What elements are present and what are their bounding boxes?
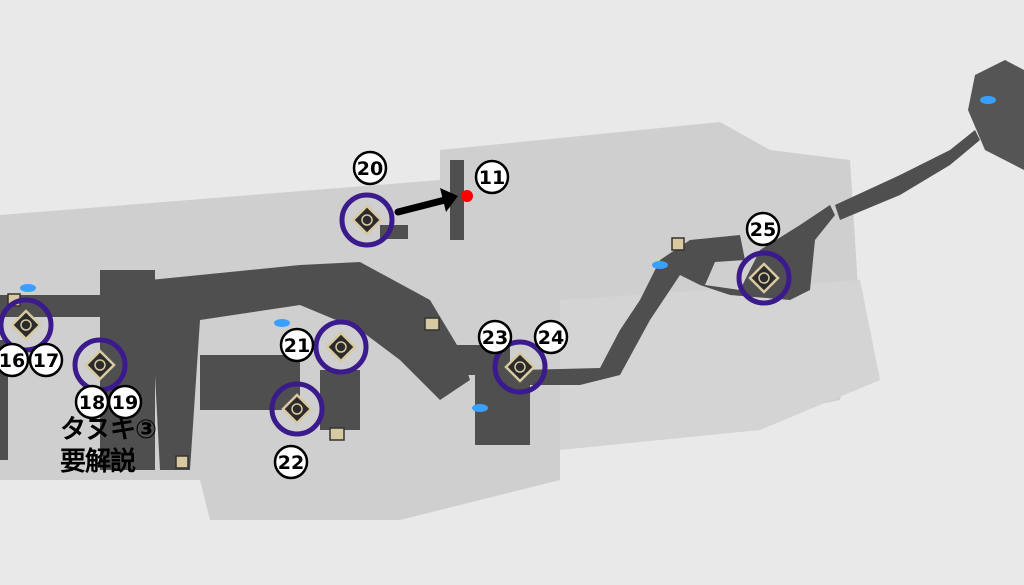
marker-icon	[84, 349, 116, 381]
arrow-icon	[394, 188, 458, 216]
note-text: タヌキ③ 要解説	[60, 414, 157, 478]
svg-text:19: 19	[112, 392, 138, 414]
number-label-17: 17	[28, 342, 64, 378]
check-icon	[335, 341, 347, 353]
number-label-22: 22	[273, 444, 309, 480]
number-label-16: 16	[0, 342, 30, 378]
door-icon[interactable]	[671, 237, 685, 251]
teleport-icon[interactable]	[472, 404, 488, 412]
objective-marker[interactable]	[0, 297, 54, 353]
svg-text:17: 17	[33, 350, 59, 372]
number-label-20: 20	[352, 150, 388, 186]
svg-text:24: 24	[538, 327, 564, 349]
svg-text:25: 25	[750, 219, 776, 241]
check-icon	[514, 361, 526, 373]
number-label-21: 21	[279, 327, 315, 363]
svg-text:23: 23	[482, 327, 508, 349]
objective-marker[interactable]	[492, 339, 548, 395]
svg-text:20: 20	[357, 158, 383, 180]
teleport-icon[interactable]	[20, 284, 36, 292]
door-icon[interactable]	[175, 455, 189, 469]
check-icon	[758, 272, 770, 284]
check-icon	[20, 319, 32, 331]
check-icon	[361, 214, 373, 226]
svg-text:16: 16	[0, 350, 25, 372]
chest-icon[interactable]	[424, 317, 440, 331]
chest-icon[interactable]	[329, 427, 345, 441]
teleport-icon[interactable]	[980, 96, 996, 104]
svg-text:18: 18	[79, 392, 105, 414]
teleport-icons	[20, 96, 996, 412]
svg-text:11: 11	[479, 167, 505, 189]
marker-icon	[504, 351, 536, 383]
highlight-ring	[313, 319, 369, 375]
marker-icon	[748, 262, 780, 294]
objective-marker[interactable]	[339, 192, 395, 248]
number-label-23: 23	[477, 319, 513, 355]
marker-icon	[281, 393, 313, 425]
note-line-2: 要解説	[60, 447, 136, 477]
highlight-ring	[736, 250, 792, 306]
marker-icon	[351, 204, 383, 236]
check-icon	[94, 359, 106, 371]
map-area-far-east	[968, 60, 1024, 170]
svg-text:21: 21	[284, 335, 310, 357]
number-label-24: 24	[533, 319, 569, 355]
svg-text:22: 22	[278, 452, 304, 474]
note-line-1: タヌキ③	[60, 415, 157, 445]
number-label-11: 11	[474, 159, 510, 195]
number-label-19: 19	[107, 384, 143, 420]
teleport-icon[interactable]	[652, 261, 668, 269]
highlight-ring	[339, 192, 395, 248]
teleport-icon[interactable]	[274, 319, 290, 327]
objective-marker[interactable]	[313, 319, 369, 375]
objective-marker[interactable]	[269, 381, 325, 437]
objective-marker[interactable]	[736, 250, 792, 306]
check-icon	[291, 403, 303, 415]
number-label-18: 18	[74, 384, 110, 420]
door-icons	[7, 237, 685, 469]
highlight-ring	[269, 381, 325, 437]
current-location-dot	[461, 190, 473, 202]
marker-icon	[10, 309, 42, 341]
marker-icon	[325, 331, 357, 363]
number-label-25: 25	[745, 211, 781, 247]
highlight-ring	[492, 339, 548, 395]
